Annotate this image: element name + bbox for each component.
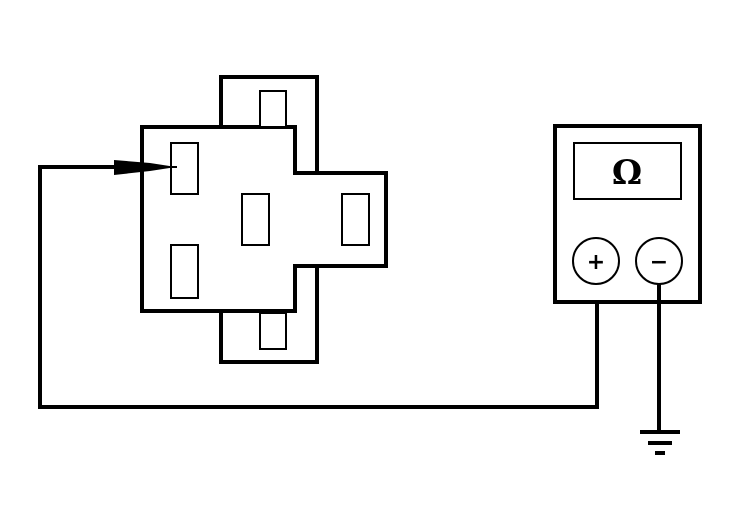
terminal-top: [259, 90, 287, 128]
terminal-center: [241, 193, 270, 246]
ground-icon: [640, 430, 680, 455]
relay-connector: [140, 75, 388, 364]
meter-display: [573, 142, 682, 200]
probe-tip-icon: [114, 160, 177, 175]
terminal-left-lower: [170, 244, 199, 299]
meter-positive-terminal: [572, 237, 620, 285]
terminal-bottom: [259, 312, 287, 350]
terminal-left-upper: [170, 142, 199, 195]
ohmmeter: Ω + −: [553, 124, 702, 304]
meter-display-symbol: Ω: [612, 153, 642, 193]
test-lead-wire: [38, 165, 599, 409]
meter-negative-label: −: [650, 250, 668, 275]
terminal-right: [341, 193, 370, 246]
meter-positive-label: +: [587, 250, 605, 275]
